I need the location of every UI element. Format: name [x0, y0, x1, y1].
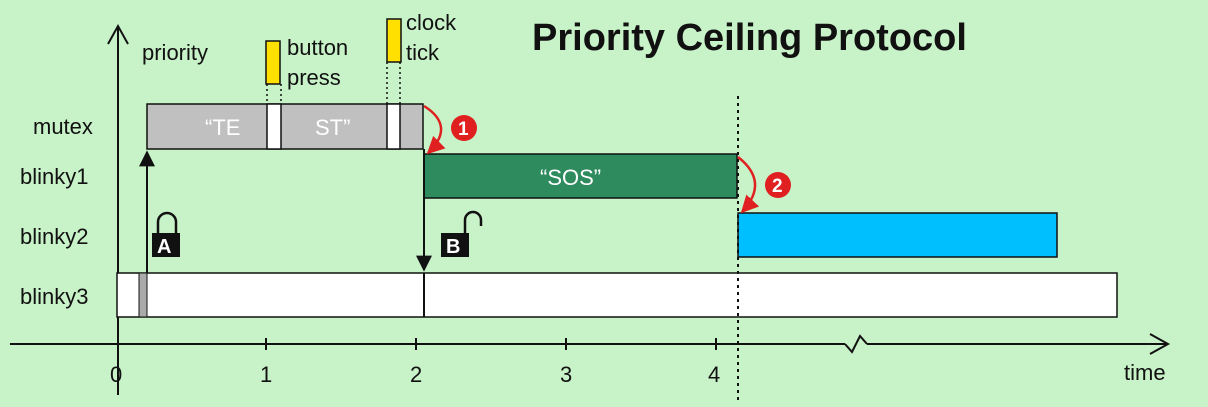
lock-b-letter: B — [446, 236, 460, 258]
row-label-blinky1: blinky1 — [20, 164, 88, 189]
step-2-arrow — [737, 156, 760, 214]
mutex-bar — [146, 103, 424, 150]
blinky3-lock-slice — [138, 272, 148, 318]
clock-tick-label-line2: tick — [406, 40, 440, 65]
row-label-mutex: mutex — [33, 114, 93, 139]
tick-label-0: 0 — [110, 362, 122, 387]
x-axis-arrowhead — [1149, 333, 1171, 355]
mutex-button-gap — [266, 103, 282, 150]
y-axis-arrowhead — [107, 23, 129, 45]
x-axis-label: time — [1124, 360, 1166, 385]
step-2-badge — [765, 172, 791, 198]
clock-tick-label-line1: clock — [406, 10, 457, 35]
step-1-arrow — [423, 104, 446, 155]
row-label-blinky2: blinky2 — [20, 224, 88, 249]
step-1-badge — [451, 115, 477, 141]
diagram-title: Priority Ceiling Protocol — [532, 17, 967, 59]
mutex-text-left: “TE — [205, 115, 240, 140]
lock-a-shackle-icon — [156, 211, 178, 233]
clock-tick-marker — [386, 18, 402, 63]
mutex-clock-gap — [386, 103, 401, 150]
step-1-number: 1 — [458, 119, 469, 140]
lock-b-icon — [441, 233, 469, 257]
row-label-blinky3: blinky3 — [20, 284, 88, 309]
y-axis-label: priority — [142, 40, 208, 65]
blinky3-bar — [116, 272, 1118, 318]
tick-label-2: 2 — [410, 362, 422, 387]
button-press-marker — [265, 40, 281, 85]
lock-a-letter: A — [157, 236, 171, 258]
x-axis-break — [844, 334, 868, 354]
blinky2-bar — [737, 212, 1058, 258]
tick-label-4: 4 — [708, 362, 720, 387]
tick-label-3: 3 — [560, 362, 572, 387]
mutex-text-right: ST” — [315, 115, 350, 140]
button-press-label-line2: press — [287, 65, 341, 90]
lock-b-open-shackle-icon — [463, 210, 483, 233]
blinky1-text: “SOS” — [540, 165, 601, 190]
step-2-number: 2 — [772, 176, 783, 197]
tick-label-1: 1 — [260, 362, 272, 387]
button-press-label-line1: button — [287, 35, 348, 60]
lock-a-icon — [152, 233, 180, 257]
